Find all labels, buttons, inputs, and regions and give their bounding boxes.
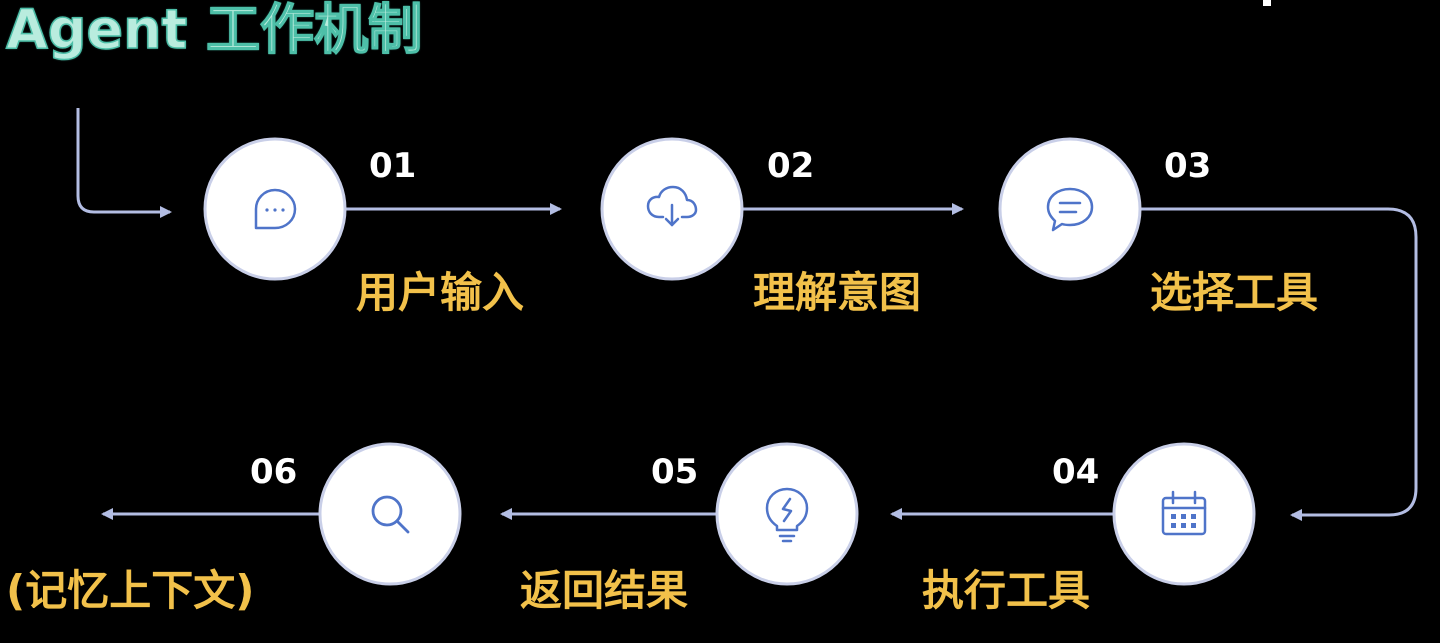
step-label-01: 用户输入	[356, 268, 525, 317]
step-circle-02	[600, 137, 744, 281]
cloud-download-icon	[646, 185, 698, 227]
page-title: Agent 工作机制	[5, 0, 423, 62]
step-number-05: 05	[651, 452, 699, 492]
step-number-04: 04	[1052, 452, 1100, 492]
step-label-04: 执行工具	[922, 566, 1091, 615]
step-circle-04	[1112, 442, 1256, 586]
search-icon	[371, 495, 410, 534]
message-lines-icon	[1046, 187, 1094, 232]
arrow-03-04	[1140, 207, 1418, 521]
step-label-03: 选择工具	[1150, 268, 1319, 317]
lightbulb-icon	[765, 487, 809, 543]
corner-mark	[1263, 0, 1271, 6]
entry-arrow	[76, 108, 172, 218]
step-label-02: 理解意图	[753, 268, 922, 317]
step-number-06: 06	[250, 452, 298, 492]
step-circle-06	[318, 442, 462, 586]
calendar-icon	[1161, 490, 1207, 536]
step-circle-05	[715, 442, 859, 586]
step-number-03: 03	[1164, 146, 1212, 186]
step-label-05: 返回结果	[520, 566, 689, 615]
step-number-02: 02	[767, 146, 815, 186]
step-circle-01	[203, 137, 347, 281]
step-number-01: 01	[369, 146, 417, 186]
chat-bubble-dots-icon	[254, 188, 297, 230]
step-label-06: (记忆上下文)	[6, 566, 255, 615]
step-circle-03	[998, 137, 1142, 281]
